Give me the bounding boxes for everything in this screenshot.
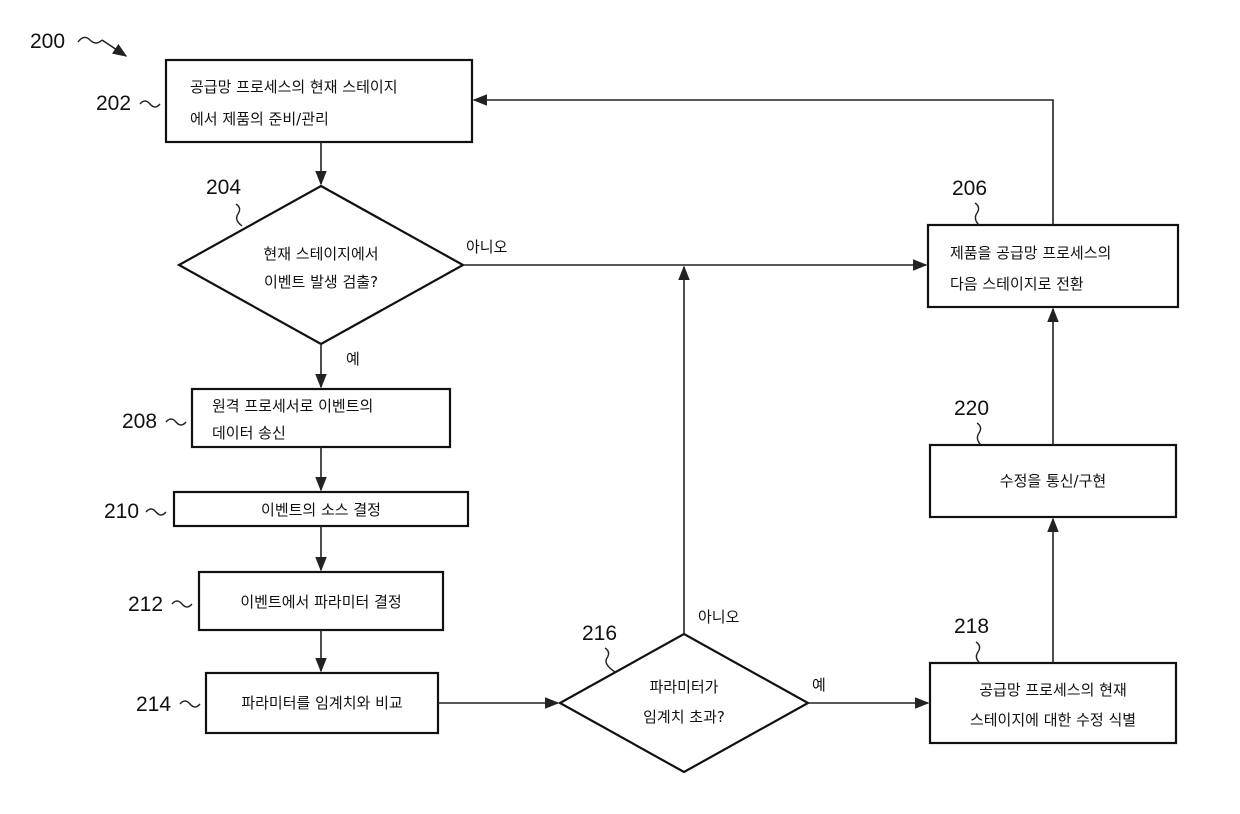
node-218-ref-squiggle xyxy=(976,642,980,663)
node-204-diamond xyxy=(179,186,463,344)
node-218-ref: 218 xyxy=(954,615,989,638)
edge-label-204-yes: 예 xyxy=(346,350,360,368)
node-204-ref: 204 xyxy=(206,176,241,199)
node-202-ref: 202 xyxy=(96,92,131,115)
figure-ref-label: 200 xyxy=(30,30,65,53)
node-204-line-1: 현재 스테이지에서 xyxy=(263,245,378,263)
node-210: 이벤트의 소스 결정 210 xyxy=(104,492,468,526)
node-206-ref: 206 xyxy=(952,177,987,200)
node-218-box xyxy=(930,663,1176,743)
node-202-line-2: 에서 제품의 준비/관리 xyxy=(190,110,329,128)
node-216-ref-squiggle xyxy=(605,648,615,672)
node-202: 공급망 프로세스의 현재 스테이지 에서 제품의 준비/관리 202 xyxy=(96,60,472,142)
node-206-box xyxy=(928,225,1178,307)
node-206-line-1: 제품을 공급망 프로세스의 xyxy=(950,244,1111,262)
node-210-line-1: 이벤트의 소스 결정 xyxy=(261,501,381,519)
node-214: 파라미터를 임계치와 비교 214 xyxy=(136,673,438,733)
node-212-line-1: 이벤트에서 파라미터 결정 xyxy=(240,593,401,611)
figure-ref-squiggle xyxy=(78,37,102,43)
node-212-ref: 212 xyxy=(128,593,163,616)
figure-ref-200: 200 xyxy=(30,30,126,56)
node-202-ref-squiggle xyxy=(140,101,160,107)
edge-206-to-202 xyxy=(474,100,1053,225)
node-220-ref-squiggle xyxy=(977,423,981,445)
node-218-line-2: 스테이지에 대한 수정 식별 xyxy=(970,711,1136,729)
node-210-ref: 210 xyxy=(104,500,139,523)
node-208-line-1: 원격 프로세서로 이벤트의 xyxy=(212,397,373,415)
node-206-line-2: 다음 스테이지로 전환 xyxy=(950,275,1084,293)
node-216: 파라미터가 임계치 초과? 216 xyxy=(560,622,808,772)
node-216-line-1: 파라미터가 xyxy=(649,678,718,696)
node-216-ref: 216 xyxy=(582,622,617,645)
node-202-box xyxy=(166,60,472,142)
node-214-ref: 214 xyxy=(136,693,171,716)
node-208: 원격 프로세서로 이벤트의 데이터 송신 208 xyxy=(122,389,450,447)
node-204-line-2: 이벤트 발생 검출? xyxy=(264,273,378,291)
node-220-line-1: 수정을 통신/구현 xyxy=(1000,472,1106,490)
node-218-line-1: 공급망 프로세스의 현재 xyxy=(979,681,1127,699)
node-208-line-2: 데이터 송신 xyxy=(212,424,286,442)
edge-label-216-yes: 예 xyxy=(812,676,826,694)
edge-label-216-no: 아니오 xyxy=(698,608,740,626)
node-210-ref-squiggle xyxy=(146,509,166,515)
figure-ref-arrow xyxy=(102,40,126,56)
node-214-ref-squiggle xyxy=(180,701,200,707)
node-202-line-1: 공급망 프로세스의 현재 스테이지 xyxy=(190,78,398,96)
node-216-line-2: 임계치 초과? xyxy=(643,708,725,726)
node-216-diamond xyxy=(560,634,808,772)
node-212-ref-squiggle xyxy=(172,601,192,607)
node-204: 현재 스테이지에서 이벤트 발생 검출? 204 xyxy=(179,176,463,344)
node-208-ref-squiggle xyxy=(166,419,186,425)
node-206-ref-squiggle xyxy=(975,203,979,225)
node-214-line-1: 파라미터를 임계치와 비교 xyxy=(241,694,402,712)
node-208-ref: 208 xyxy=(122,410,157,433)
node-204-ref-squiggle xyxy=(236,204,242,226)
node-212: 이벤트에서 파라미터 결정 212 xyxy=(128,572,443,630)
node-220-ref: 220 xyxy=(954,397,989,420)
edge-label-204-no: 아니오 xyxy=(466,238,508,256)
